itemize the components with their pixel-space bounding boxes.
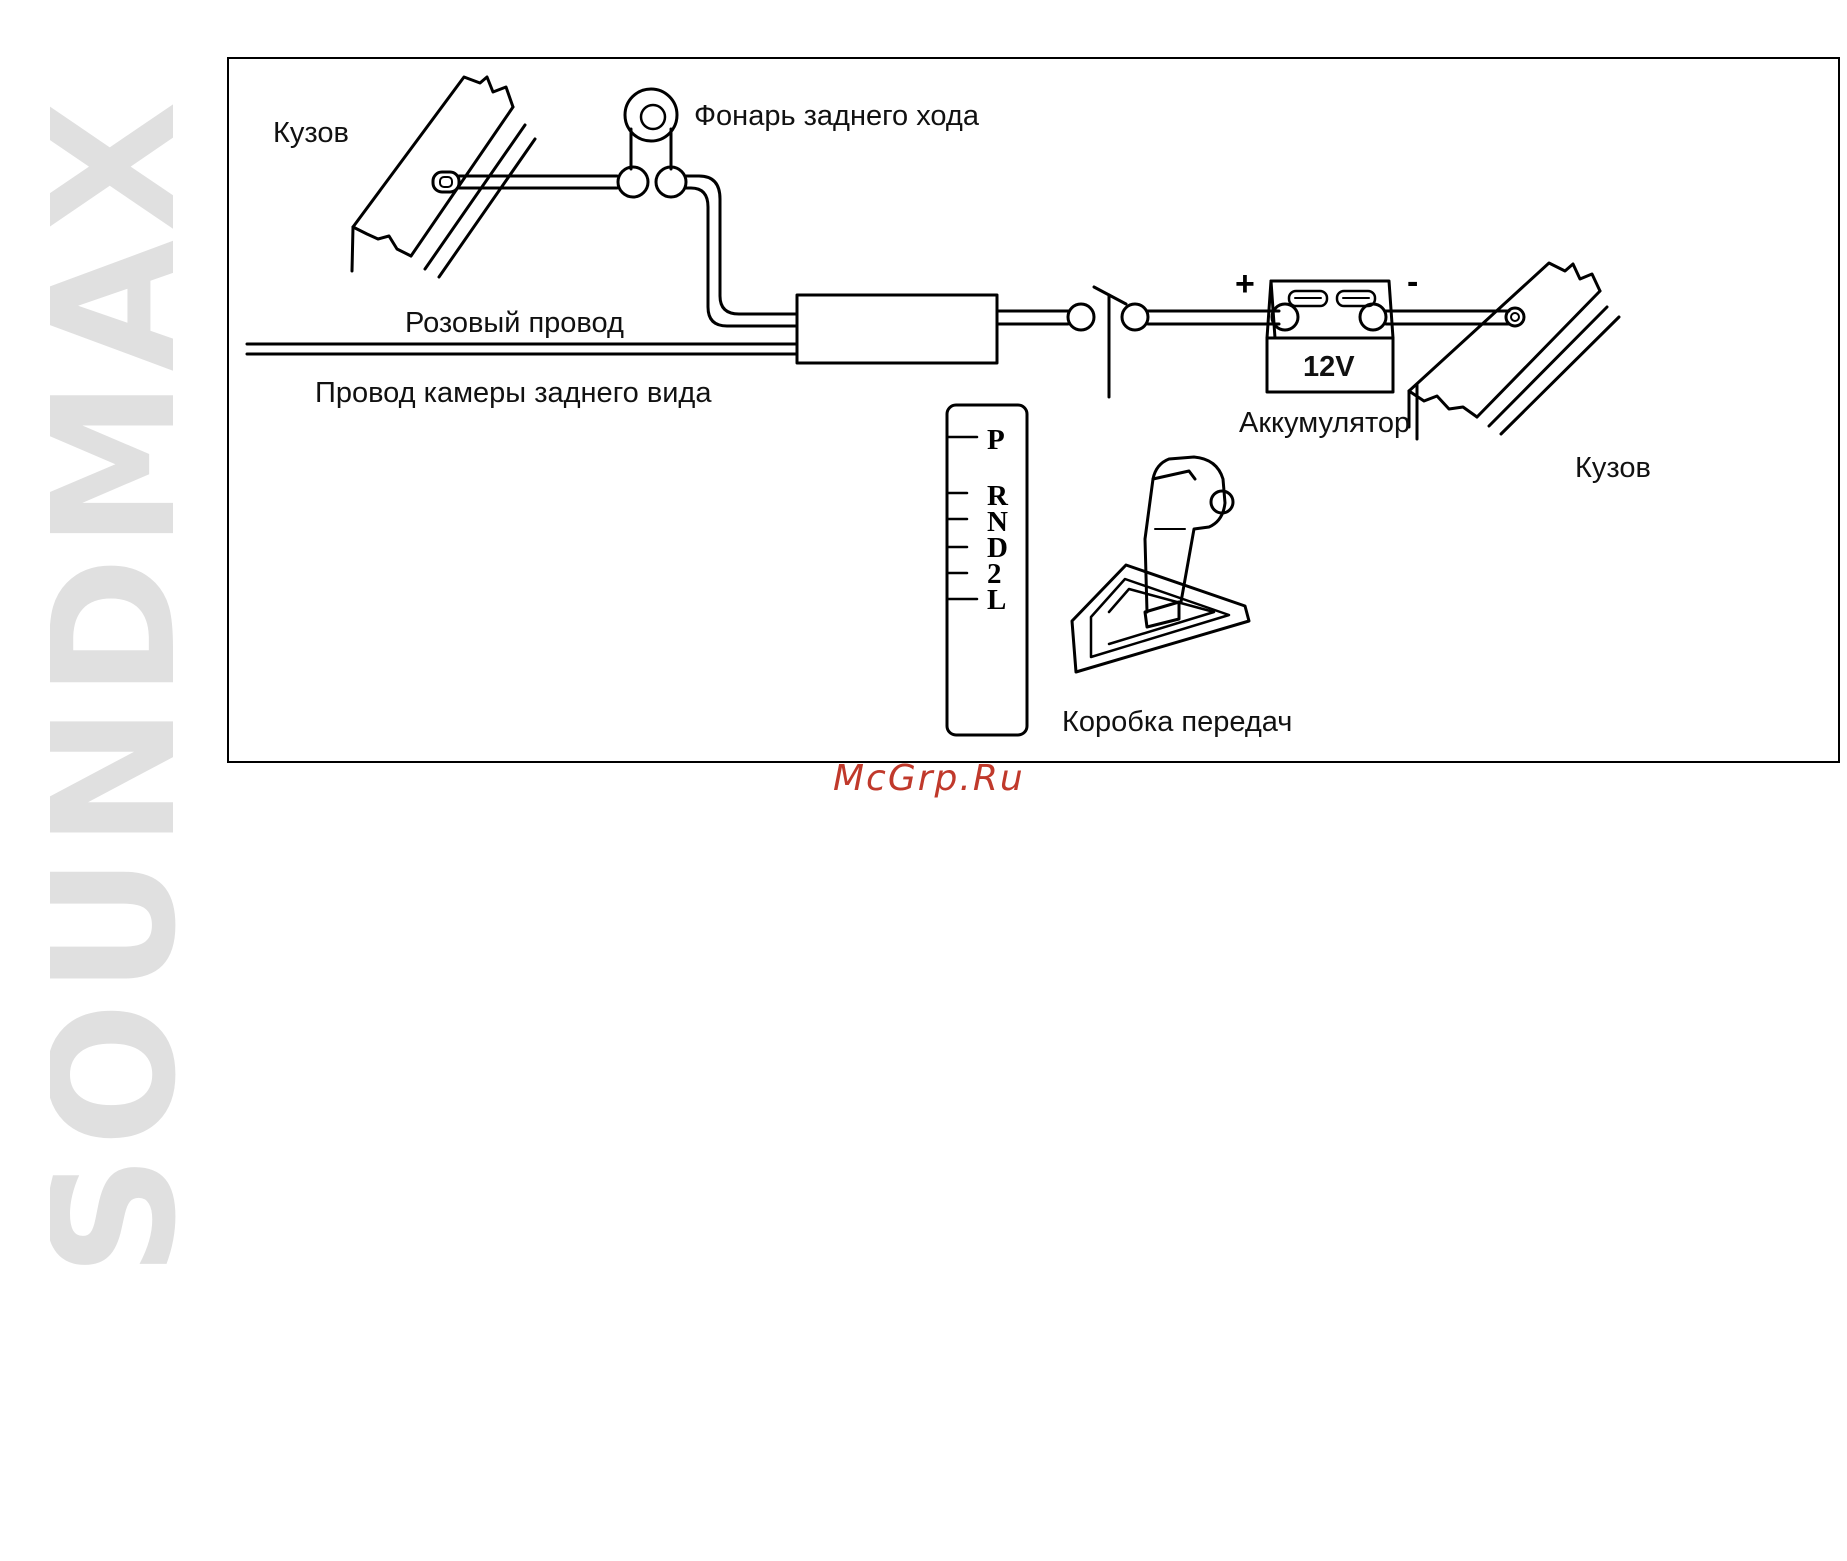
- label-battery-voltage: 12V: [1303, 351, 1355, 383]
- reverse-lamp-icon: [618, 89, 686, 197]
- camera-wires: [247, 344, 797, 354]
- gear-position-l: L: [987, 584, 1006, 616]
- soundmax-brand-logo: SOUNDMAX: [50, 0, 180, 1370]
- label-body-right: Кузов: [1575, 452, 1651, 484]
- label-minus-terminal: -: [1407, 263, 1418, 301]
- gear-position-p: P: [987, 424, 1005, 456]
- label-gearbox: Коробка передач: [1062, 706, 1292, 738]
- gear-shifter-icon: [1072, 457, 1249, 672]
- label-battery: Аккумулятор: [1239, 407, 1410, 439]
- brand-name: SOUNDMAX: [50, 93, 180, 1277]
- ground-wire-right: [1386, 308, 1524, 326]
- label-camera-wire: Провод камеры заднего вида: [315, 377, 712, 409]
- wiring-diagram: Кузов Фонарь заднего хода Розовый провод…: [227, 57, 1840, 763]
- diagram-svg: Кузов Фонарь заднего хода Розовый провод…: [229, 59, 1838, 761]
- watermark-text: McGrp.Ru: [833, 758, 1025, 799]
- lamp-wire: [686, 176, 797, 326]
- gear-switch-contacts-icon: [1068, 287, 1148, 397]
- switch-to-battery-wire: [1148, 311, 1279, 324]
- label-reverse-lamp: Фонарь заднего хода: [694, 100, 980, 132]
- label-plus-terminal: +: [1235, 265, 1255, 303]
- connection-box: [797, 295, 997, 363]
- label-body-top-left: Кузов: [273, 117, 349, 149]
- label-pink-wire: Розовый провод: [405, 307, 624, 339]
- box-to-switch-wire: [997, 311, 1068, 324]
- car-body-right-icon: [1409, 263, 1619, 439]
